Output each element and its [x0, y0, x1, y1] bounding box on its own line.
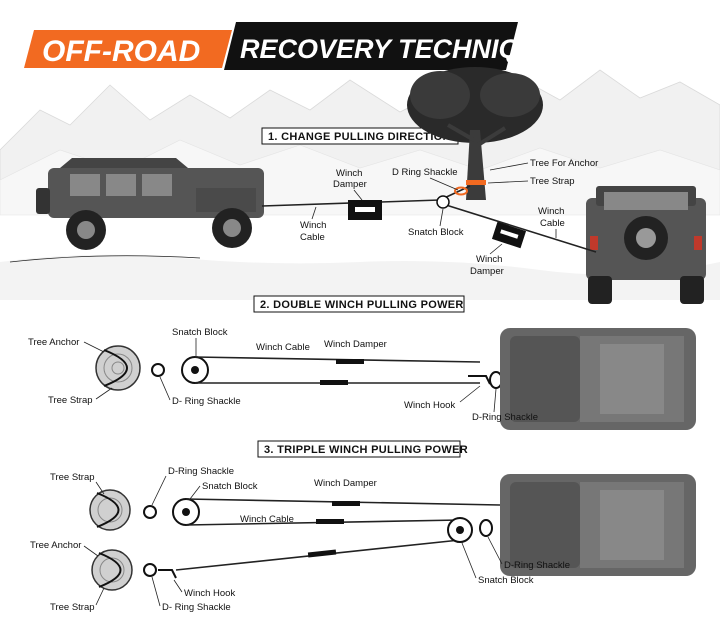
d-ring-shackle-3b — [143, 563, 157, 577]
leader-d-ring-2-right — [493, 388, 497, 413]
label-d-ring-shackle-3-bottom: D- Ring Shackle — [162, 602, 231, 613]
label-d-ring-shackle-2-left: D- Ring Shackle — [172, 396, 241, 407]
truck-top-icon-3 — [500, 474, 696, 576]
leader-winch-cable-a — [311, 206, 317, 220]
winch-damper-2a — [336, 359, 364, 364]
winch-hook-3 — [158, 569, 177, 579]
section-1-title: 1. CHANGE PULLING DIRECTION — [268, 131, 451, 143]
winch-hook-2 — [468, 375, 491, 385]
section-2-title: 2. DOUBLE WINCH PULLING POWER — [260, 299, 464, 311]
tree-anchor-top-icon-2 — [95, 345, 141, 391]
leader-d-ring-3-right — [487, 536, 503, 565]
label-winch-cable-b-line2: Cable — [540, 218, 565, 229]
leader-tree-for-anchor — [489, 162, 529, 171]
section-3-heading: 3. TRIPPLE WINCH PULLING POWER — [257, 440, 468, 458]
section-1-heading: 1. CHANGE PULLING DIRECTION — [261, 127, 459, 145]
leader-winch-hook-3 — [173, 579, 183, 593]
label-d-ring-shackle-3-right: D-Ring Shackle — [504, 560, 570, 571]
snatch-block-1 — [436, 195, 450, 209]
label-snatch-block-2: Snatch Block — [172, 327, 228, 338]
winch-damper-1a — [348, 200, 382, 220]
label-winch-cable-3: Winch Cable — [240, 514, 294, 525]
label-winch-damper-3: Winch Damper — [314, 478, 377, 489]
tree-anchor-top-icon-3b — [91, 549, 133, 591]
label-snatch-block-3-top: Snatch Block — [202, 481, 258, 492]
truck-top-icon-2 — [500, 328, 696, 430]
label-tree-strap-3-bottom: Tree Strap — [50, 602, 95, 613]
label-snatch-block-3-right: Snatch Block — [478, 575, 534, 586]
leader-d-ring-2-left — [159, 376, 171, 401]
leader-tree-anchor-2 — [83, 341, 105, 353]
leader-tree-anchor-3 — [83, 545, 99, 557]
label-d-ring-shackle-3-top: D-Ring Shackle — [168, 466, 234, 477]
label-winch-damper-2: Winch Damper — [324, 339, 387, 350]
label-tree-strap-2: Tree Strap — [48, 395, 93, 406]
leader-snatch-block-3-right — [461, 542, 477, 579]
leader-snatch-block-1 — [439, 208, 444, 227]
label-winch-cable-b-line1: Winch — [538, 206, 564, 217]
leader-tree-strap-3-bottom — [95, 587, 105, 606]
section-2-heading: 2. DOUBLE WINCH PULLING POWER — [253, 295, 465, 313]
leader-winch-damper-a — [353, 189, 363, 201]
title-banner: OFF-ROAD RECOVERY TECHNIQUES — [24, 22, 575, 70]
label-d-ring-shackle-1: D Ring Shackle — [392, 167, 457, 178]
label-winch-cable-a-line1: Winch — [300, 220, 326, 231]
label-winch-hook-3: Winch Hook — [184, 588, 235, 599]
label-tree-strap-3-top: Tree Strap — [50, 472, 95, 483]
leader-d-ring-3-top — [151, 475, 167, 506]
tree-strap-icon — [466, 180, 486, 185]
label-tree-for-anchor: Tree For Anchor — [530, 158, 598, 169]
title-orange-block — [24, 30, 232, 68]
jeep-rear-icon — [586, 186, 706, 304]
d-ring-shackle-3a — [143, 505, 157, 519]
d-ring-shackle-1 — [454, 186, 468, 196]
winch-damper-3c — [307, 549, 337, 558]
leader-d-ring-1 — [429, 177, 459, 191]
title-part1: OFF-ROAD — [42, 35, 200, 68]
title-part2: RECOVERY TECHNIQUES — [240, 34, 575, 64]
winch-damper-3b — [316, 519, 344, 524]
winch-cable-1b — [445, 204, 597, 253]
d-ring-shackle-2 — [151, 363, 165, 377]
ground — [0, 254, 720, 300]
snatch-block-3b-hub — [456, 526, 464, 534]
label-winch-hook-2: Winch Hook — [404, 400, 455, 411]
snatch-block-3a-hub — [182, 508, 190, 516]
winch-damper-3a — [332, 501, 360, 506]
label-tree-strap-1: Tree Strap — [530, 176, 575, 187]
leader-d-ring-3-bottom — [151, 576, 161, 607]
label-tree-anchor-3: Tree Anchor — [30, 540, 81, 551]
snatch-block-2-hub — [191, 366, 199, 374]
winch-damper-1b — [491, 221, 527, 249]
label-snatch-block-1: Snatch Block — [408, 227, 464, 238]
tree-anchor-top-icon-3a — [89, 489, 131, 531]
label-winch-damper-b-line2: Damper — [470, 266, 504, 277]
leader-snatch-block-3-top — [189, 485, 201, 500]
label-winch-damper-b-line1: Winch — [476, 254, 502, 265]
label-tree-anchor-2: Tree Anchor — [28, 337, 79, 348]
d-ring-shackle-3c — [479, 519, 493, 537]
leader-tree-strap-2 — [95, 387, 113, 400]
label-d-ring-shackle-2-right: D-Ring Shackle — [472, 412, 538, 423]
label-winch-cable-a-line2: Cable — [300, 232, 325, 243]
leader-tree-strap-1 — [487, 180, 529, 184]
title-dark-block — [224, 22, 518, 70]
section-3-title: 3. TRIPPLE WINCH PULLING POWER — [264, 444, 468, 456]
label-winch-damper-a-line1: Winch — [336, 168, 362, 179]
jeep-side-icon — [36, 158, 264, 250]
label-winch-cable-2: Winch Cable — [256, 342, 310, 353]
leader-winch-hook-2 — [459, 385, 481, 403]
leader-tree-strap-3-top — [95, 481, 105, 495]
winch-damper-2b — [320, 380, 348, 385]
label-winch-damper-a-line2: Damper — [333, 179, 367, 190]
leader-winch-damper-b — [489, 243, 503, 255]
ground-line — [9, 255, 201, 263]
